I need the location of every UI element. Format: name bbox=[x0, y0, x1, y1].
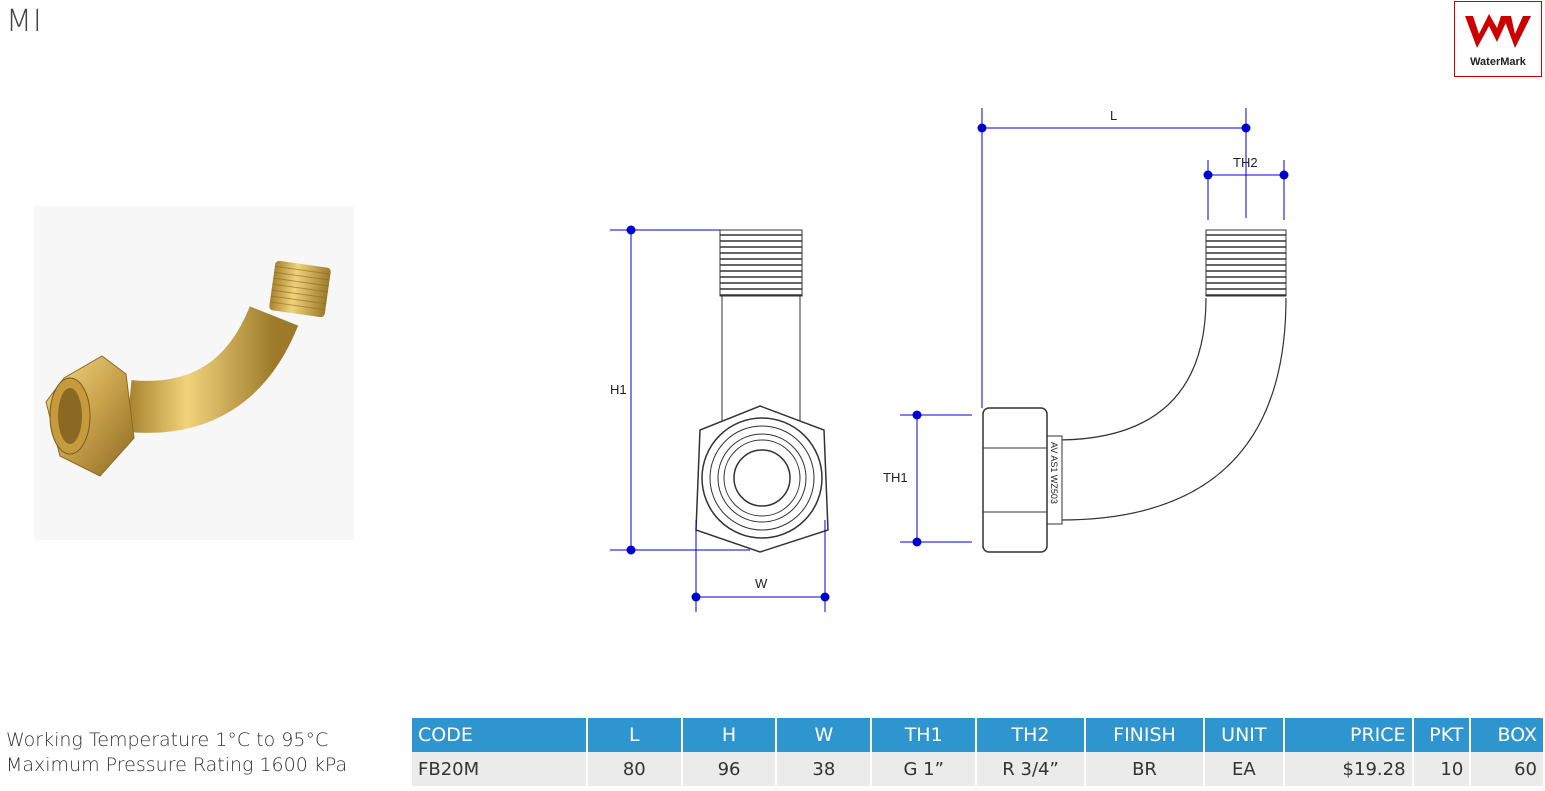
table-row: FB20M 80 96 38 G 1” R 3/4” BR EA $19.28 … bbox=[412, 752, 1543, 786]
cell-l: 80 bbox=[587, 752, 681, 786]
cell-th2: R 3/4” bbox=[977, 752, 1084, 786]
col-finish: FINISH bbox=[1085, 718, 1204, 752]
cell-w: 38 bbox=[777, 752, 871, 786]
col-box: BOX bbox=[1471, 718, 1543, 752]
col-pkt: PKT bbox=[1413, 718, 1470, 752]
cell-box: 60 bbox=[1471, 752, 1543, 786]
product-table: CODE L H W TH1 TH2 FINISH UNIT PRICE PKT… bbox=[410, 718, 1545, 786]
spec-notes: Working Temperature 1°C to 95°C Maximum … bbox=[6, 728, 347, 778]
col-l: L bbox=[587, 718, 681, 752]
cell-pkt: 10 bbox=[1413, 752, 1470, 786]
table-header-row: CODE L H W TH1 TH2 FINISH UNIT PRICE PKT… bbox=[412, 718, 1543, 752]
dim-label-th2: TH2 bbox=[1233, 155, 1258, 170]
col-w: W bbox=[777, 718, 871, 752]
cell-h: 96 bbox=[682, 752, 776, 786]
watermark-label: WaterMark bbox=[1470, 56, 1526, 68]
max-pressure: Maximum Pressure Rating 1600 kPa bbox=[6, 754, 348, 776]
col-unit: UNIT bbox=[1205, 718, 1283, 752]
brand-title: MI bbox=[6, 4, 43, 39]
cell-finish: BR bbox=[1085, 752, 1204, 786]
side-view: AV AS1 WZ503 bbox=[900, 108, 1289, 553]
cell-unit: EA bbox=[1205, 752, 1283, 786]
product-photo bbox=[34, 206, 354, 540]
col-h: H bbox=[682, 718, 776, 752]
cell-th1: G 1” bbox=[872, 752, 976, 786]
cell-price: $19.28 bbox=[1284, 752, 1412, 786]
working-temperature: Working Temperature 1°C to 95°C bbox=[6, 729, 329, 751]
front-view bbox=[610, 225, 830, 612]
dim-label-th1: TH1 bbox=[883, 470, 908, 485]
col-price: PRICE bbox=[1284, 718, 1412, 752]
cell-code: FB20M bbox=[412, 752, 586, 786]
dim-label-h1: H1 bbox=[610, 382, 627, 397]
col-th1: TH1 bbox=[872, 718, 976, 752]
dim-label-l: L bbox=[1110, 108, 1117, 123]
col-code: CODE bbox=[412, 718, 586, 752]
stamp-text: AV AS1 WZ503 bbox=[1049, 442, 1059, 504]
dim-label-w: W bbox=[755, 576, 768, 591]
col-th2: TH2 bbox=[977, 718, 1084, 752]
watermark-icon bbox=[1465, 14, 1531, 48]
watermark-logo: WaterMark bbox=[1454, 1, 1542, 77]
technical-drawing: H1 W AV AS1 WZ503 bbox=[560, 100, 1320, 625]
